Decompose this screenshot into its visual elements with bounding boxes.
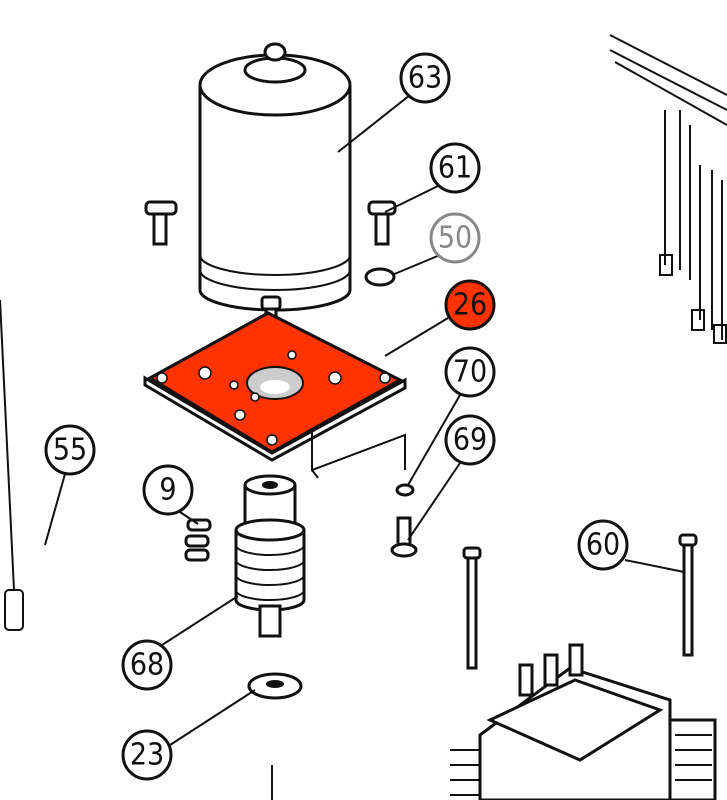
mounting-plate — [143, 311, 407, 479]
callout-label: 55 — [53, 433, 87, 468]
callout-23[interactable]: 23 — [121, 729, 173, 781]
bolt — [390, 516, 418, 558]
callout-68[interactable]: 68 — [121, 639, 173, 691]
wire-harness — [609, 34, 727, 344]
callout-label: 69 — [453, 423, 487, 458]
callout-label: 23 — [130, 738, 164, 773]
callout-label: 63 — [408, 61, 442, 96]
callout-55[interactable]: 55 — [44, 424, 96, 476]
callout-26-highlighted[interactable]: 26 — [444, 279, 496, 331]
callout-label: 61 — [438, 151, 472, 186]
transformer — [450, 643, 717, 800]
washer — [364, 267, 396, 287]
washer-23 — [247, 672, 303, 700]
o-ring — [395, 483, 415, 497]
callout-9[interactable]: 9 — [142, 464, 194, 516]
callout-label: 50 — [438, 221, 472, 256]
callout-label: 9 — [159, 473, 176, 508]
grub-screws — [184, 518, 212, 562]
callout-50[interactable]: 50 — [429, 212, 481, 264]
callout-label: 68 — [130, 648, 164, 683]
coupling — [234, 474, 306, 638]
callout-70[interactable]: 70 — [444, 346, 496, 398]
callout-60[interactable]: 60 — [577, 519, 629, 571]
callout-69[interactable]: 69 — [444, 414, 496, 466]
leader-lines — [44, 94, 685, 746]
callout-61[interactable]: 61 — [429, 142, 481, 194]
long-screws — [462, 533, 698, 670]
callout-label: 26 — [453, 288, 487, 323]
callout-label: 70 — [453, 355, 487, 390]
cable — [0, 299, 24, 631]
motor — [198, 42, 352, 312]
callout-label: 60 — [586, 528, 620, 563]
callout-63[interactable]: 63 — [399, 52, 451, 104]
